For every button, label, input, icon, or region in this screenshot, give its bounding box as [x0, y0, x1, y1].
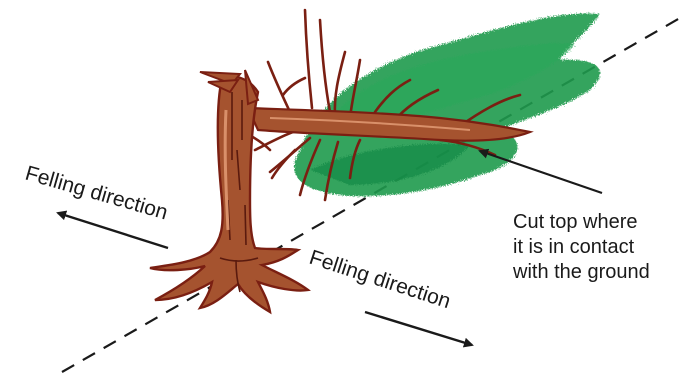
- felling-arrow-right: [365, 312, 472, 345]
- note-line-3: with the ground: [512, 261, 650, 283]
- foliage: [294, 13, 600, 196]
- note-line-1: Cut top where: [513, 211, 638, 233]
- note-pointer-arrow: [480, 151, 602, 193]
- note-line-2: it is in contact: [513, 236, 635, 258]
- felling-label-left: Felling direction: [23, 162, 171, 225]
- felling-label-right: Felling direction: [306, 246, 453, 313]
